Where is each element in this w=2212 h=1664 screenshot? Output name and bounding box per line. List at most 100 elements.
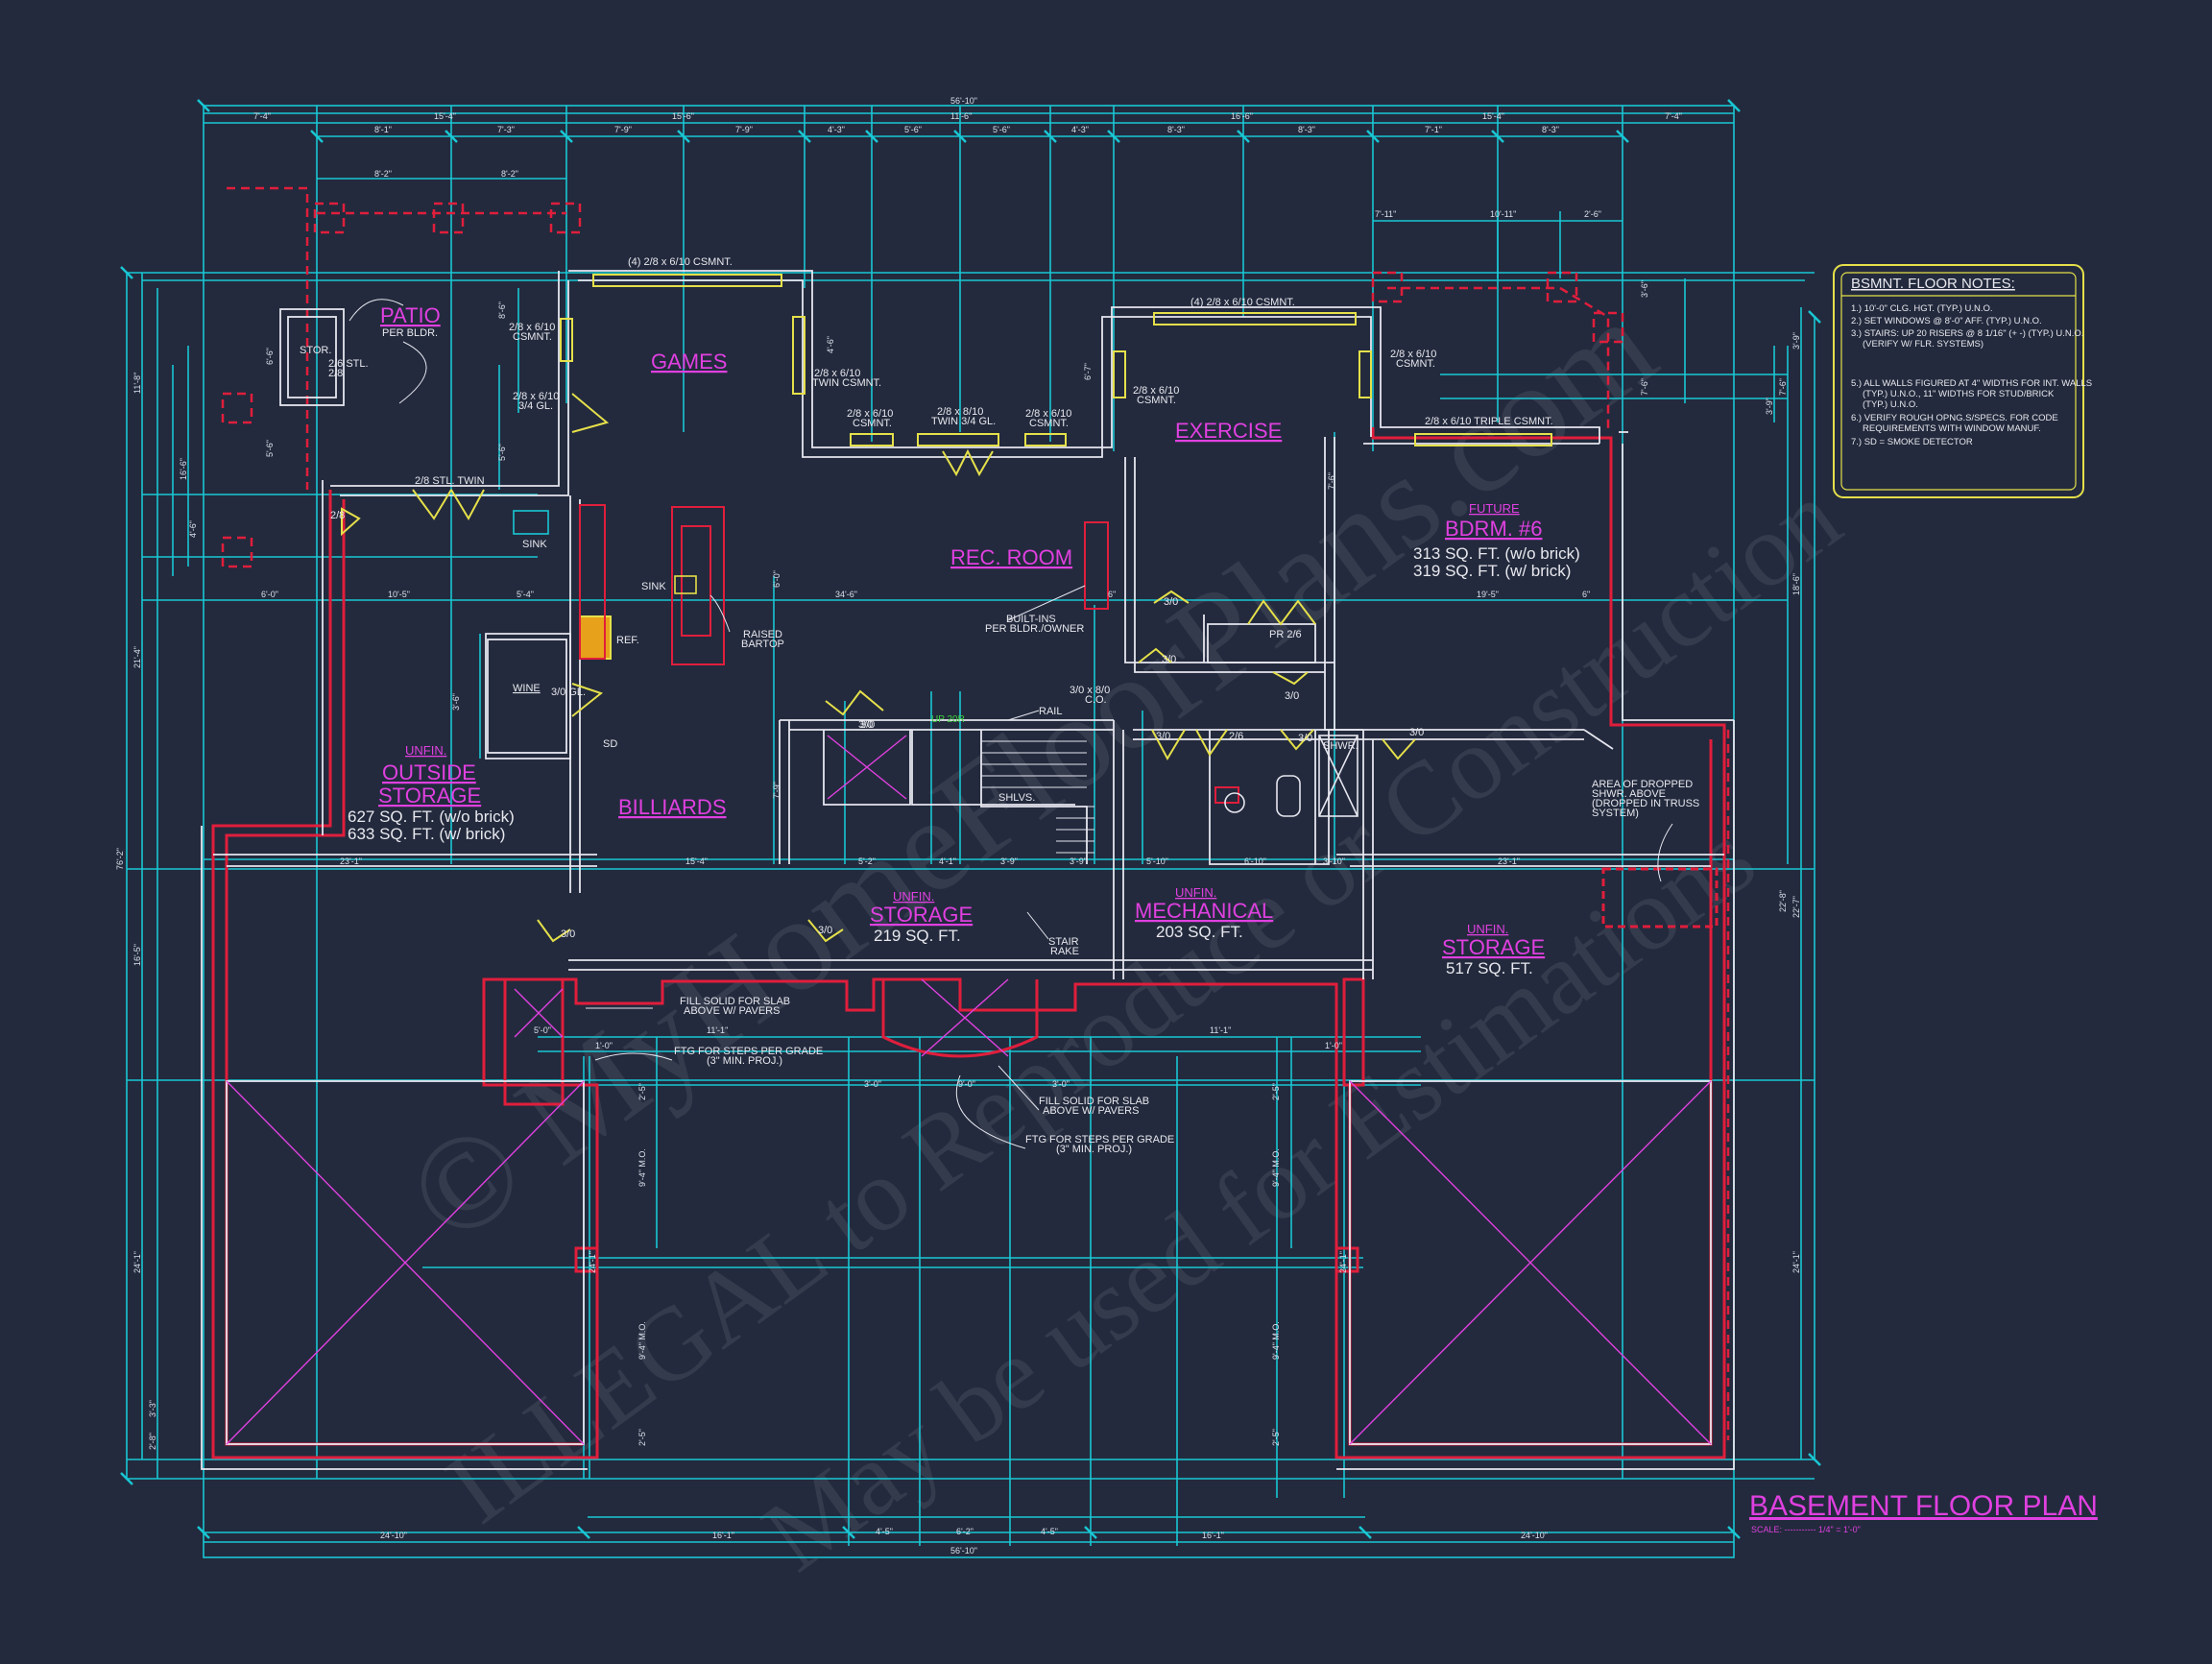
stair-rake-callout-2: RAKE	[1050, 946, 1079, 957]
billiards-label: BILLIARDS	[618, 795, 727, 819]
interior-walls	[201, 270, 1735, 1470]
dim-garage-3: 9'-4" M.O.	[1271, 1148, 1281, 1187]
notes-item-3: 3.) STAIRS: UP 20 RISERS @ 8 1/16" (+ -)…	[1851, 328, 2083, 339]
door-9: 3/0	[1298, 733, 1312, 744]
dim-left-9: 5'-6"	[265, 440, 275, 457]
dim-low-7: 5'-10"	[1146, 856, 1168, 866]
csmnt-left-1: 2/8 x 6/10	[509, 322, 555, 333]
dim-left-5: 76'-2"	[115, 848, 125, 870]
dim-ru-1: 7'-11"	[1375, 209, 1396, 219]
dropped-shower-3: (DROPPED IN TRUSS	[1592, 798, 1699, 809]
gl-left-2: 3/4 GL.	[518, 400, 553, 412]
patio-label: PATIO	[380, 303, 441, 327]
bar-casework	[579, 504, 1239, 804]
door-8: 2/6	[1229, 731, 1243, 742]
dim-r2-10: 8'-3"	[1298, 125, 1315, 134]
room-labels: PATIO PER BLDR. STOR. GAMES EXERCISE REC…	[300, 303, 1580, 977]
storage-517-label: STORAGE	[1442, 935, 1545, 959]
door-3: 3/0	[858, 719, 873, 731]
smoke-detector: SD	[603, 738, 617, 750]
dim-low-8: 6'-10"	[1244, 856, 1266, 866]
bdrm6-future-label: FUTURE	[1469, 501, 1520, 516]
dim-top-4: 16'-6"	[1231, 111, 1253, 121]
csmnt-exercise: (4) 2/8 x 6/10 CSMNT.	[1190, 297, 1295, 308]
dim-porch-3: 9'-0"	[958, 1079, 975, 1089]
builtins-callout-1: BUILT-INS	[1006, 614, 1056, 625]
notes-item-9: REQUIREMENTS WITH WINDOW MANUF.	[1863, 423, 2041, 434]
storage-219-label: STORAGE	[870, 903, 973, 927]
plan-scale: SCALE: ----------- 1/4" = 1'-0"	[1751, 1525, 1861, 1534]
stl-twin: 2/8 STL. TWIN	[415, 475, 485, 487]
dim-low-5: 3'-9"	[1000, 856, 1018, 866]
dim-r2-4: 7'-9"	[735, 125, 753, 134]
door-10: 3/0	[1164, 596, 1178, 608]
dim-b1-4: 24'-10"	[1521, 1531, 1548, 1540]
dim-r2-6: 5'-6"	[904, 125, 922, 134]
dim-stair-5: 6'-0"	[772, 570, 781, 588]
dim-mid-1: 6'-0"	[261, 590, 278, 599]
stor-label: STOR.	[300, 345, 331, 356]
dim-b2-2: 6'-2"	[956, 1527, 974, 1536]
notes-item-6: (TYP.) U.N.O., 11" WIDTHS FOR STUD/BRICK	[1863, 389, 2055, 399]
sink-callout-2: SINK	[641, 581, 666, 592]
twin-34-1: 2/8 x 8/10	[937, 406, 983, 418]
dim-garage-4: 9'-4" M.O.	[1271, 1321, 1281, 1360]
dim-b2-1: 4'-5"	[876, 1527, 893, 1536]
dim-b1-2: 16'-1"	[712, 1531, 734, 1540]
dim-stair-1: 8'-6"	[497, 301, 507, 319]
dim-porch-6: 5'-0"	[534, 1025, 551, 1035]
dim-r2-5: 4'-3"	[828, 125, 845, 134]
stair-rake-callout-1: STAIR	[1048, 936, 1079, 948]
fill-slab-1b: ABOVE W/ PAVERS	[684, 1005, 780, 1017]
dim-top-2: 15'-4"	[434, 111, 456, 121]
dim-top-3b: 11'-6"	[950, 111, 972, 121]
fill-slab-2a: FILL SOLID FOR SLAB	[1039, 1096, 1149, 1107]
exercise-label: EXERCISE	[1175, 419, 1282, 443]
dim-right-2: 7'-6"	[1778, 378, 1788, 396]
bdrm6-label: BDRM. #6	[1445, 517, 1542, 541]
dim-porch-5: 3'-0"	[1052, 1079, 1070, 1089]
dim-right-5: 22'-7"	[1791, 896, 1801, 918]
storage-219-area: 219 SQ. FT.	[874, 927, 961, 945]
dim-r2-1: 8'-1"	[374, 125, 392, 134]
fill-slab-1a: FILL SOLID FOR SLAB	[680, 996, 790, 1007]
csmnt-ex-1: 2/8 x 6/10	[1133, 385, 1179, 397]
dim-right-7: 22'-8"	[1778, 890, 1788, 912]
dim-r2-12: 8'-3"	[1542, 125, 1559, 134]
dropped-shower-1: AREA OF DROPPED	[1592, 779, 1693, 790]
storage-219-unfin-label: UNFIN.	[893, 889, 934, 904]
windows-and-doors	[341, 274, 1552, 943]
dim-low-4: 4'-1"	[939, 856, 956, 866]
bartop-callout: BARTOP	[741, 639, 784, 650]
sink-callout-1: SINK	[522, 539, 547, 550]
patio-sublabel: PER BLDR.	[382, 327, 438, 339]
dim-porch-8: 1'-0"	[1325, 1041, 1342, 1050]
outside-storage-label-1: OUTSIDE	[382, 760, 476, 784]
dim-low-1: 23'-1"	[340, 856, 362, 866]
dim-porch-1: 11'-1"	[707, 1025, 728, 1035]
builtins-callout-2: PER BLDR./OWNER	[985, 623, 1084, 635]
fill-slab-2b: ABOVE W/ PAVERS	[1043, 1105, 1139, 1117]
dim-mid-5: 6"	[1108, 590, 1116, 599]
notes-frame-inner	[1840, 272, 2077, 491]
dim-mid-3: 5'-4"	[517, 590, 534, 599]
dim-garage-6: 2'-5"	[637, 1429, 647, 1446]
dim-right-8: 7'-6"	[1640, 378, 1649, 396]
up-stairs-callout: UP 20R	[931, 714, 965, 725]
bar-sink	[674, 575, 697, 594]
outside-storage-area-2: 633 SQ. FT. (w/ brick)	[348, 825, 505, 843]
notes-item-10: 7.) SD = SMOKE DETECTOR	[1851, 437, 1973, 447]
garage-x-marks	[226, 735, 1712, 1445]
wet-bar-sink	[513, 510, 549, 535]
dim-top-6: 7'-4"	[1665, 111, 1682, 121]
dim-left-3: 16'-5"	[132, 944, 142, 966]
dim-b2-3: 4'-5"	[1041, 1527, 1058, 1536]
dim-stair-2: 5'-6"	[497, 444, 507, 461]
dim-mid-6: 19'-5"	[1477, 590, 1499, 599]
dim-left-10: 3'-3"	[148, 1400, 157, 1417]
notes-item-8: 6.) VERIFY ROUGH OPNG.S/SPECS. FOR CODE	[1851, 413, 2058, 423]
csmnt-r-1: 2/8 x 6/10	[1390, 349, 1436, 360]
dim-low-9: 3'-10"	[1323, 856, 1345, 866]
dim-low-10: 23'-1"	[1498, 856, 1520, 866]
